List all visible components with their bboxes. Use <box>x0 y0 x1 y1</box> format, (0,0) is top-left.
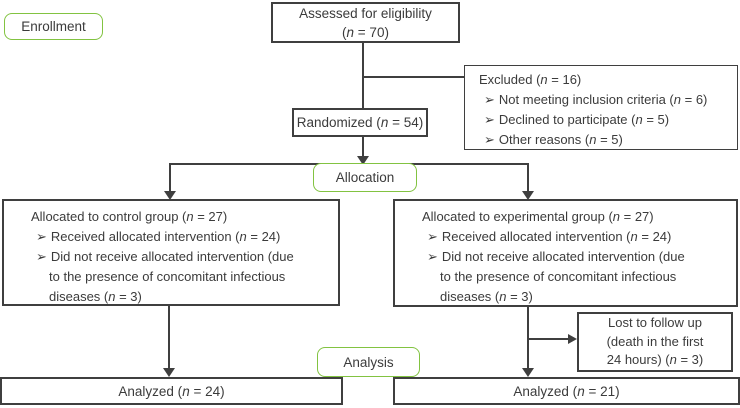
lost-to-follow-up-box: Lost to follow up (death in the first 24… <box>577 312 733 372</box>
experimental-group-box: Allocated to experimental group (n = 27)… <box>393 199 738 307</box>
connector-to-lost-to-follow-up <box>528 338 569 340</box>
arrowhead-right-lost <box>568 334 577 344</box>
experimental-bullet-2-line1: ➢Did not receive allocated intervention … <box>427 249 685 264</box>
control-bullet-2-line2: to the presence of concomitant infectiou… <box>49 269 286 284</box>
experimental-title: Allocated to experimental group (n = 27) <box>422 209 654 224</box>
arrowhead-down-experimental <box>522 191 534 200</box>
arrow-bullet-icon: ➢ <box>484 132 495 147</box>
control-title: Allocated to control group (n = 27) <box>31 209 228 224</box>
connector-randomized-to-allocation <box>362 136 364 157</box>
experimental-bullet-1: ➢Received allocated intervention (n = 24… <box>427 229 672 244</box>
assessed-for-eligibility-box: Assessed for eligibility (n = 70) <box>271 2 460 43</box>
stage-label-enrollment: Enrollment <box>4 13 103 40</box>
arrow-bullet-icon: ➢ <box>484 92 495 107</box>
stage-label-enrollment-text: Enrollment <box>21 19 86 34</box>
analyzed-control-text: Analyzed (n = 24) <box>118 383 225 399</box>
lost-line3: 24 hours) (n = 3) <box>606 352 704 368</box>
connector-branch-right <box>527 163 529 193</box>
excluded-item-3: ➢Other reasons (n = 5) <box>484 132 623 147</box>
excluded-item-2: ➢Declined to participate (n = 5) <box>484 112 670 127</box>
arrowhead-down-allocation <box>357 156 369 165</box>
control-bullet-2-line3: diseases (n = 3) <box>49 289 142 304</box>
randomized-box: Randomized (n = 54) <box>292 108 428 137</box>
analyzed-experimental-box: Analyzed (n = 21) <box>393 377 740 405</box>
connector-to-excluded <box>362 76 465 78</box>
excluded-box: Excluded (n = 16) ➢Not meeting inclusion… <box>464 65 738 150</box>
stage-label-allocation-text: Allocation <box>335 170 395 185</box>
assessed-line1: Assessed for eligibility <box>299 5 432 21</box>
experimental-bullet-2-line2: to the presence of concomitant infectiou… <box>440 269 677 284</box>
stage-label-analysis-text: Analysis <box>343 354 394 370</box>
control-bullet-1: ➢Received allocated intervention (n = 24… <box>36 229 281 244</box>
lost-line1: Lost to follow up <box>608 315 702 331</box>
randomized-text: Randomized (n = 54) <box>296 115 424 130</box>
arrow-bullet-icon: ➢ <box>427 249 438 264</box>
arrowhead-down-control <box>164 191 176 200</box>
stage-label-analysis: Analysis <box>317 347 420 377</box>
arrowhead-down-analyzed-right <box>522 368 534 377</box>
control-bullet-2-line1: ➢Did not receive allocated intervention … <box>36 249 294 264</box>
lost-line2: (death in the first <box>606 333 704 349</box>
connector-experimental-to-analyzed <box>527 306 529 369</box>
stage-label-allocation: Allocation <box>313 163 417 192</box>
analyzed-control-box: Analyzed (n = 24) <box>0 377 343 405</box>
control-group-box: Allocated to control group (n = 27) ➢Rec… <box>2 199 340 306</box>
experimental-bullet-2-line3: diseases (n = 3) <box>440 289 533 304</box>
arrow-bullet-icon: ➢ <box>484 112 495 127</box>
excluded-title: Excluded (n = 16) <box>479 72 582 87</box>
arrowhead-down-analyzed-left <box>163 368 175 377</box>
arrow-bullet-icon: ➢ <box>36 229 47 244</box>
excluded-item-1: ➢Not meeting inclusion criteria (n = 6) <box>484 92 708 107</box>
analyzed-experimental-text: Analyzed (n = 21) <box>513 383 620 399</box>
arrow-bullet-icon: ➢ <box>36 249 47 264</box>
assessed-line2: (n = 70) <box>342 24 389 40</box>
connector-control-to-analyzed <box>168 305 170 369</box>
arrow-bullet-icon: ➢ <box>427 229 438 244</box>
connector-branch-left <box>169 163 171 193</box>
